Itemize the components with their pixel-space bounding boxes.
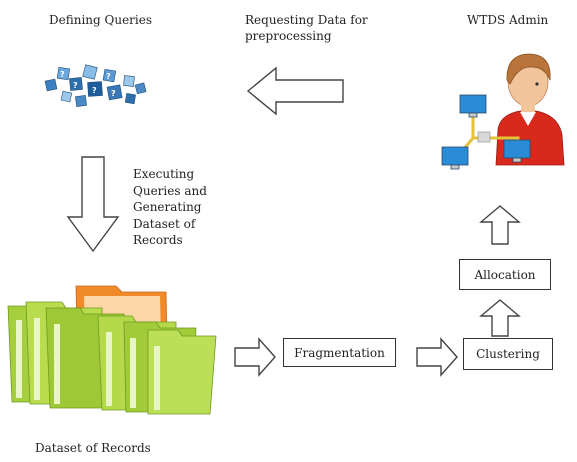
folders-icon <box>7 285 217 415</box>
svg-text:?: ? <box>92 86 97 95</box>
dataset-of-records-label: Dataset of Records <box>35 441 151 455</box>
fragmentation-box: Fragmentation <box>283 338 396 367</box>
right-arrow-to-clustering-icon <box>416 337 458 377</box>
requesting-data-label: Requesting Data for preprocessing <box>245 13 368 43</box>
right-arrow-to-fragmentation-icon <box>234 337 276 377</box>
allocation-box: Allocation <box>459 259 551 290</box>
admin-user-network-icon <box>441 53 565 170</box>
left-arrow-icon <box>246 66 344 116</box>
defining-queries-label: Defining Queries <box>49 13 153 27</box>
svg-text:?: ? <box>60 70 65 79</box>
clustering-box-label: Clustering <box>476 347 540 361</box>
svg-text:?: ? <box>111 89 116 98</box>
up-arrow-to-allocation-icon <box>479 299 521 337</box>
allocation-box-label: Allocation <box>474 267 536 282</box>
svg-text:?: ? <box>106 72 111 81</box>
executing-queries-label: Executing Queries and Generating Dataset… <box>133 167 207 247</box>
clustering-box: Clustering <box>463 338 553 370</box>
down-arrow-icon <box>66 156 120 253</box>
up-arrow-to-admin-icon <box>479 205 521 245</box>
query-cubes-icon: ? ? ? ? ? <box>44 64 147 107</box>
wtds-admin-label: WTDS Admin <box>467 13 549 27</box>
svg-text:?: ? <box>73 81 78 90</box>
fragmentation-box-label: Fragmentation <box>294 345 385 360</box>
